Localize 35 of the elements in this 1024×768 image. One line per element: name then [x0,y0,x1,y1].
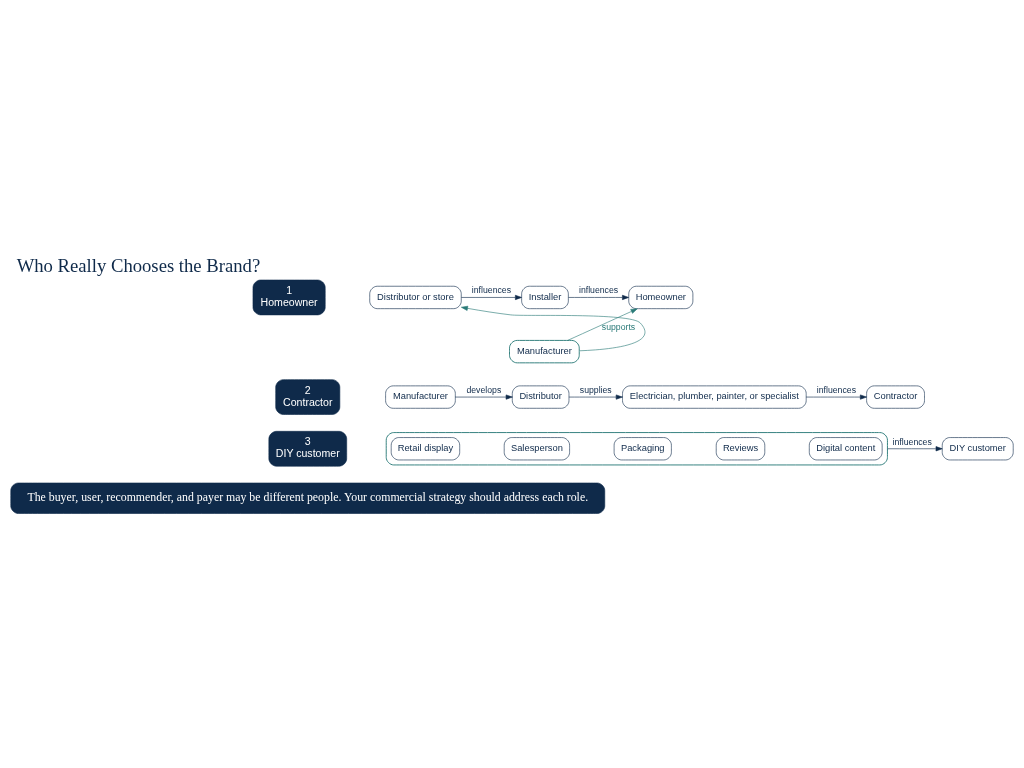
edge-label: influences [578,285,619,296]
edge-label: supplies [579,384,612,395]
arrow [461,294,522,300]
arrow [455,394,513,400]
node-box: Electrician, plumber, painter, or specialist [622,385,807,409]
node-box: Installer [521,285,569,309]
arrow [567,308,638,341]
edge-label: influences [816,384,856,395]
arrow [568,294,629,300]
cluster [385,432,888,466]
node-box: Manufacturer [385,385,456,409]
node-box: Distributor [512,385,570,409]
edge-label: influences [471,285,512,296]
arrow [461,305,646,352]
arrow [568,394,623,400]
node-box: Packaging [613,437,672,461]
node-box: Manufacturer [509,339,580,364]
node-box: 2 Contractor [275,379,341,415]
node-box: Contractor [866,385,925,409]
edge-label: influences [892,436,932,447]
arrow [805,394,867,400]
node-box: Homeowner [628,285,694,309]
edge-label: develops [466,384,502,395]
node-box: Retail display [390,437,460,461]
node-box: 3 DIY customer [268,431,347,467]
node-box: 1 Homeowner [252,279,326,316]
arrow [887,446,943,452]
node-box: Digital content [809,437,883,461]
diagram-title: Who Really Chooses the Brand? [16,254,261,276]
node-box: Distributor or store [369,285,462,309]
node-box: DIY customer [941,437,1014,461]
edge-label: supports [601,321,636,332]
node-box: The buyer, user, recommender, and payer may be different people. Your commercial strategy should address each role. [10,482,606,514]
node-box: Salesperson [503,437,570,461]
node-box: Reviews [715,437,766,461]
